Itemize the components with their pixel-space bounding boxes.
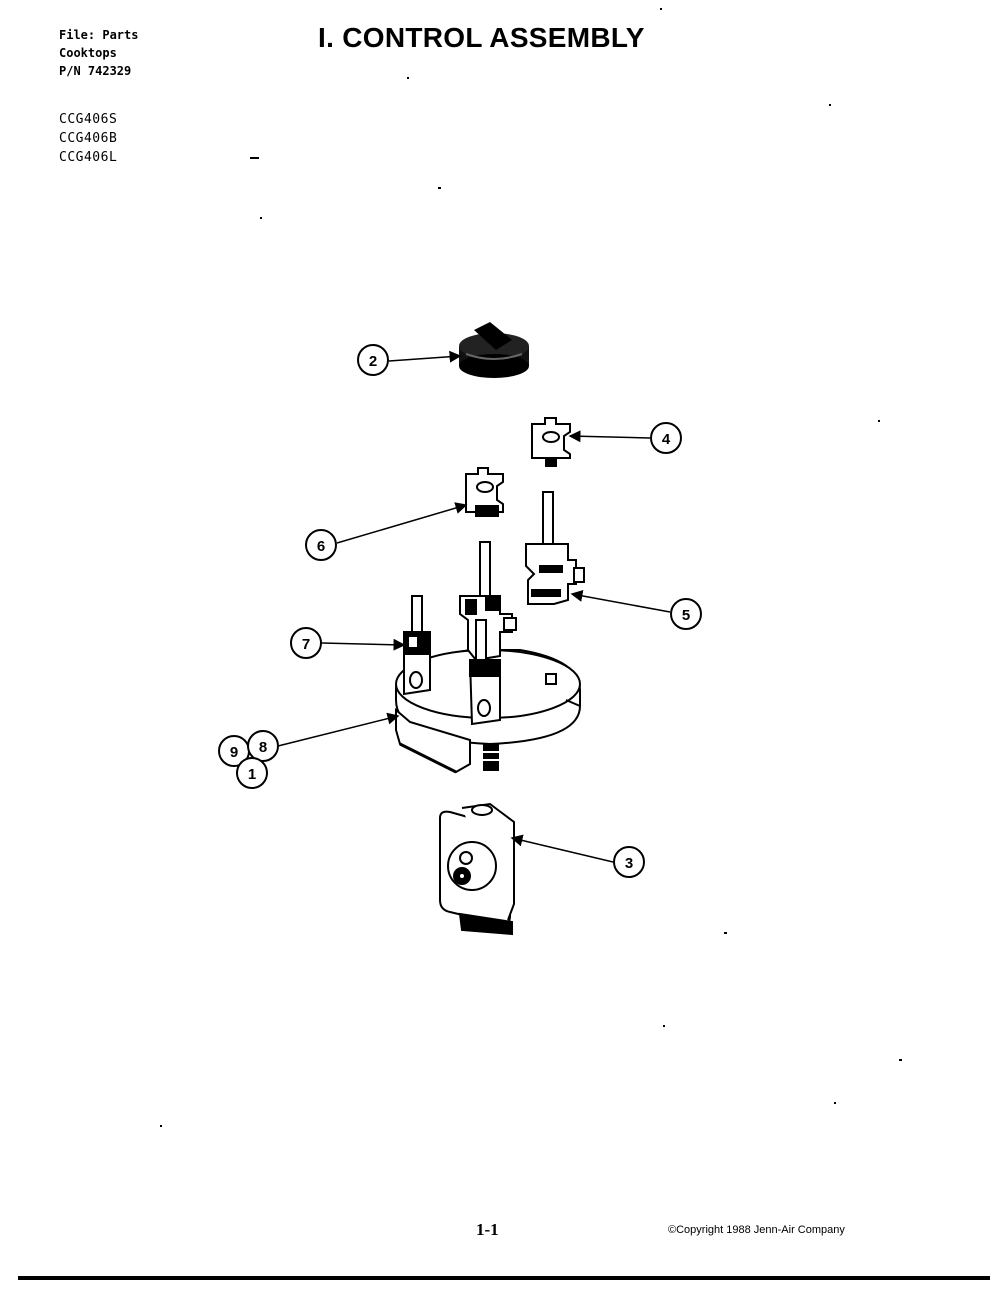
- regulator-part-3: [439, 802, 515, 936]
- valve-part-5: [525, 491, 585, 605]
- switch-part-4: [531, 417, 571, 467]
- leader-line-8: [277, 712, 400, 747]
- callout-3: 3: [613, 846, 645, 878]
- callout-1: 1: [236, 757, 268, 789]
- svg-text:7: 7: [302, 636, 310, 653]
- svg-text:2: 2: [369, 353, 377, 370]
- svg-text:1: 1: [248, 766, 256, 783]
- model-number: CCG406S: [59, 112, 118, 127]
- model-list: CCG406S CCG406B CCG406L: [59, 110, 117, 167]
- bottom-rule: [18, 1276, 990, 1280]
- category-line: Cooktops: [59, 46, 117, 60]
- callout-5: 5: [670, 598, 702, 630]
- file-header: File: Parts Cooktops P/N 742329: [59, 26, 138, 80]
- file-line: File: Parts: [59, 28, 139, 42]
- leader-line-7: [321, 638, 406, 651]
- svg-text:9: 9: [230, 744, 238, 761]
- callout-8: 8: [247, 730, 279, 762]
- leader-line-5: [570, 589, 671, 613]
- svg-text:6: 6: [317, 538, 325, 555]
- valve-part-7: [403, 595, 431, 696]
- svg-text:3: 3: [625, 855, 633, 872]
- knob-part: [459, 322, 529, 378]
- leader-line-3: [510, 834, 614, 863]
- callout-2: 2: [357, 344, 389, 376]
- page-number: 1-1: [476, 1220, 499, 1239]
- leader-lines: [277, 350, 671, 863]
- valve-center: [459, 541, 517, 662]
- svg-text:5: 5: [682, 607, 690, 624]
- scan-specks: [160, 8, 902, 1127]
- leader-line-6: [336, 502, 468, 544]
- model-number: CCG406B: [59, 131, 118, 146]
- copyright-notice: ©Copyright 1988 Jenn-Air Company: [668, 1224, 845, 1236]
- leader-line-4: [568, 430, 651, 443]
- callout-6: 6: [305, 529, 337, 561]
- callout-7: 7: [290, 627, 322, 659]
- valve-front: [468, 619, 501, 726]
- leader-line-2: [388, 350, 462, 363]
- switch-part-6: [465, 467, 504, 517]
- svg-text:8: 8: [259, 739, 267, 756]
- page-title: I. CONTROL ASSEMBLY: [318, 22, 645, 53]
- part-number-line: P/N 742329: [59, 64, 132, 78]
- svg-text:4: 4: [662, 431, 671, 448]
- callout-4: 4: [650, 422, 682, 454]
- model-number: CCG406L: [59, 150, 118, 165]
